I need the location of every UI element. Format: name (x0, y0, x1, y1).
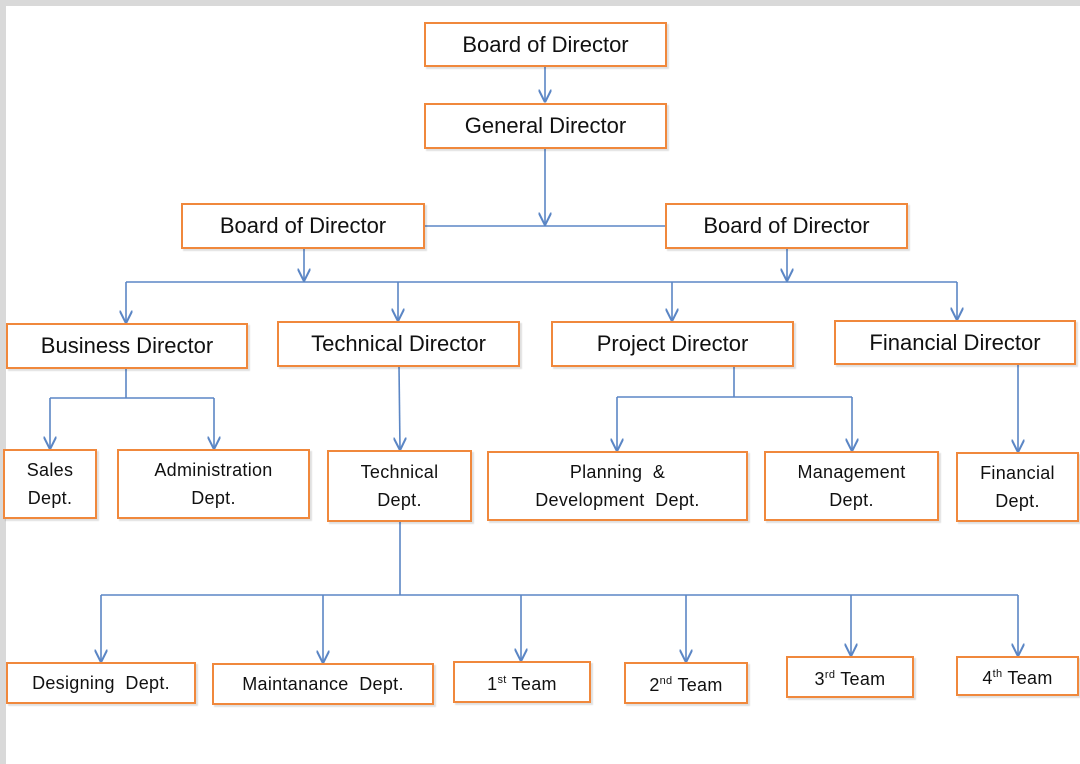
node-label: 1st Team (487, 666, 557, 698)
node-label: Business Director (40, 333, 214, 358)
node-label-line1: Management (797, 462, 906, 482)
team-number: 3 (814, 669, 825, 689)
node-label-line1: Technical (360, 462, 439, 482)
node-label: Designing Dept. (32, 673, 170, 693)
node-sales-dept: Sales Dept. (3, 449, 97, 519)
node-technical-director: Technical Director (277, 321, 520, 367)
node-label: Board of Director (219, 213, 387, 238)
node-label-line2: Dept. (995, 491, 1040, 511)
node-label: Project Director (596, 331, 749, 356)
node-label: 4th Team (982, 660, 1052, 692)
node-label-line2: Development Dept. (535, 490, 700, 510)
team-number: 2 (649, 675, 660, 695)
node-label: Technical Director (311, 331, 486, 356)
team-word: Team (506, 674, 557, 694)
node-label: Maintanance Dept. (242, 674, 404, 694)
node-label-line2: Dept. (377, 490, 422, 510)
node-project-director: Project Director (551, 321, 794, 367)
node-technical-dept: Technical Dept. (327, 450, 472, 522)
node-label: Financial Director (869, 329, 1041, 355)
node-label-line1: Planning & (569, 462, 666, 482)
node-board-of-director-right: Board of Director (665, 203, 908, 249)
team-number: 4 (982, 668, 993, 688)
team-number: 1 (487, 674, 498, 694)
node-label-line2: Dept. (829, 490, 874, 510)
team-word: Team (672, 675, 723, 695)
node-label: General Director (464, 113, 627, 138)
node-team-1: 1st Team (453, 661, 591, 703)
node-board-of-director-top: Board of Director (424, 22, 667, 67)
connector-to-technical-dept (399, 365, 400, 449)
node-team-4: 4th Team (956, 656, 1079, 696)
node-business-director: Business Director (6, 323, 248, 369)
node-label: Board of Director (462, 31, 629, 57)
node-label: 2nd Team (649, 667, 722, 699)
node-general-director: General Director (424, 103, 667, 149)
node-label-line2: Dept. (191, 488, 236, 508)
node-management-dept: Management Dept. (764, 451, 939, 521)
node-team-2: 2nd Team (624, 662, 748, 704)
node-maintanance-dept: Maintanance Dept. (212, 663, 434, 705)
node-board-of-director-left: Board of Director (181, 203, 425, 249)
team-ordinal: rd (824, 669, 836, 681)
node-planning-development-dept: Planning & Development Dept. (487, 451, 748, 521)
node-administration-dept: Administration Dept. (117, 449, 310, 519)
node-team-3: 3rd Team (786, 656, 914, 698)
team-ordinal: nd (659, 675, 673, 687)
node-label-line1: Sales (26, 460, 74, 480)
team-ordinal: st (497, 674, 507, 686)
team-word: Team (1002, 668, 1053, 688)
node-label-line2: Dept. (27, 488, 73, 508)
node-label-line1: Financial (980, 463, 1055, 483)
node-designing-dept: Designing Dept. (6, 662, 196, 704)
node-financial-dept: Financial Dept. (956, 452, 1079, 522)
team-word: Team (835, 669, 886, 689)
node-financial-director: Financial Director (834, 320, 1076, 365)
team-ordinal: th (992, 668, 1003, 680)
node-label-line1: Administration (154, 460, 273, 480)
node-label: Board of Director (703, 213, 870, 238)
node-label: 3rd Team (815, 661, 886, 693)
